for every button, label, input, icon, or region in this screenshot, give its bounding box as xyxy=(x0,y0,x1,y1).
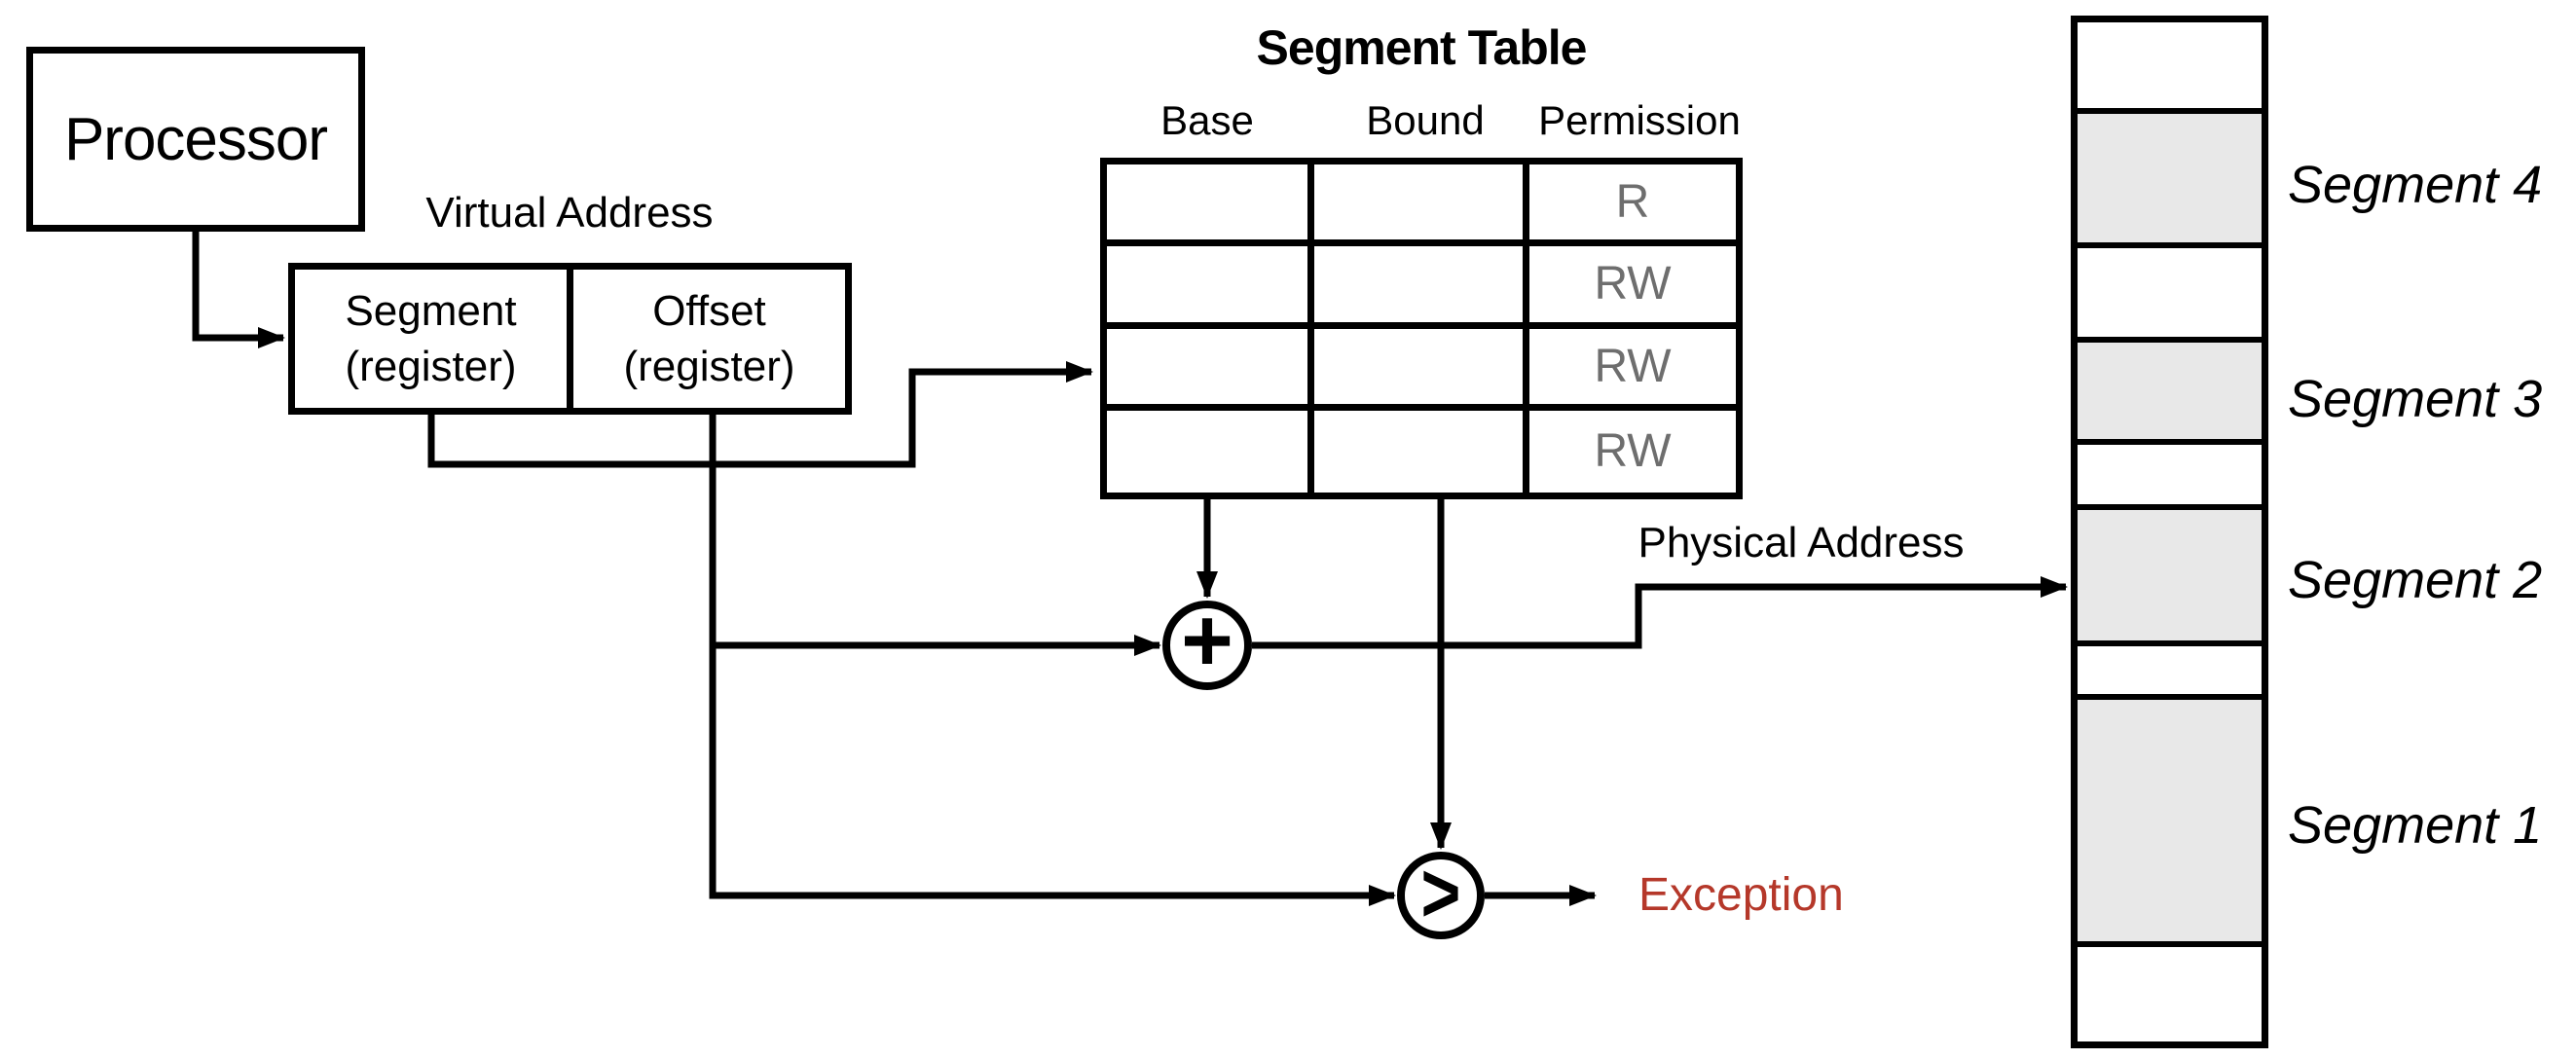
segment-register-sub: (register) xyxy=(345,343,517,390)
memory-free-band xyxy=(2078,646,2262,700)
virtual-address-label: Virtual Address xyxy=(425,189,714,237)
segment-table-headers: Base Bound Permission xyxy=(1100,97,1743,144)
virtual-address-box: Segment (register) Offset (register) xyxy=(288,263,852,415)
table-cell-bound xyxy=(1314,246,1529,329)
memory-free-band xyxy=(2078,248,2262,343)
processor-box: Processor xyxy=(26,47,365,232)
segment2-label: Segment 2 xyxy=(2288,551,2543,609)
offset-register-sub: (register) xyxy=(623,343,795,390)
table-cell-permission: RW xyxy=(1529,246,1736,329)
plus-icon: + xyxy=(1181,590,1233,690)
table-cell-bound xyxy=(1314,410,1529,493)
table-cell-permission: R xyxy=(1529,164,1736,247)
segment4-label: Segment 4 xyxy=(2288,156,2543,214)
table-cell-base xyxy=(1107,328,1314,411)
column-header-base: Base xyxy=(1160,97,1254,143)
memory-segment4-band xyxy=(2078,114,2262,248)
segment-register-cell: Segment (register) xyxy=(295,270,573,408)
physical-address-label: Physical Address xyxy=(1638,519,1965,566)
processor-label: Processor xyxy=(63,105,328,173)
table-cell-permission: RW xyxy=(1529,328,1736,411)
column-header-permission: Permission xyxy=(1538,97,1741,143)
segment-register-name: Segment xyxy=(345,286,517,335)
column-header-bound: Bound xyxy=(1366,97,1485,143)
memory-free-band xyxy=(2078,22,2262,114)
memory-segment2-band xyxy=(2078,510,2262,646)
memory-free-band xyxy=(2078,947,2262,1041)
table-cell-base xyxy=(1107,246,1314,329)
greater-than-icon: > xyxy=(1420,845,1461,940)
table-cell-base xyxy=(1107,164,1314,247)
table-cell-base xyxy=(1107,410,1314,493)
segment-table-title: Segment Table xyxy=(1256,20,1588,75)
wire-processor-to-virtual-address xyxy=(192,232,285,348)
offset-register-name: Offset xyxy=(652,286,766,335)
segment3-label: Segment 3 xyxy=(2288,370,2543,428)
memory-free-band xyxy=(2078,445,2262,510)
table-cell-permission: RW xyxy=(1529,410,1736,493)
exception-label: Exception xyxy=(1638,869,1844,921)
table-cell-bound xyxy=(1314,328,1529,411)
segment-table: R RW RW RW xyxy=(1100,158,1743,499)
table-cell-bound xyxy=(1314,164,1529,247)
memory-segment3-band xyxy=(2078,343,2262,445)
comparator-circle: > xyxy=(1397,845,1485,940)
wire-adder-to-physical-memory xyxy=(1252,576,2068,649)
physical-memory-column xyxy=(2071,16,2268,1048)
segment1-label: Segment 1 xyxy=(2288,796,2543,855)
adder-circle: + xyxy=(1162,591,1252,690)
memory-segment1-band xyxy=(2078,700,2262,947)
offset-register-cell: Offset (register) xyxy=(573,270,845,408)
